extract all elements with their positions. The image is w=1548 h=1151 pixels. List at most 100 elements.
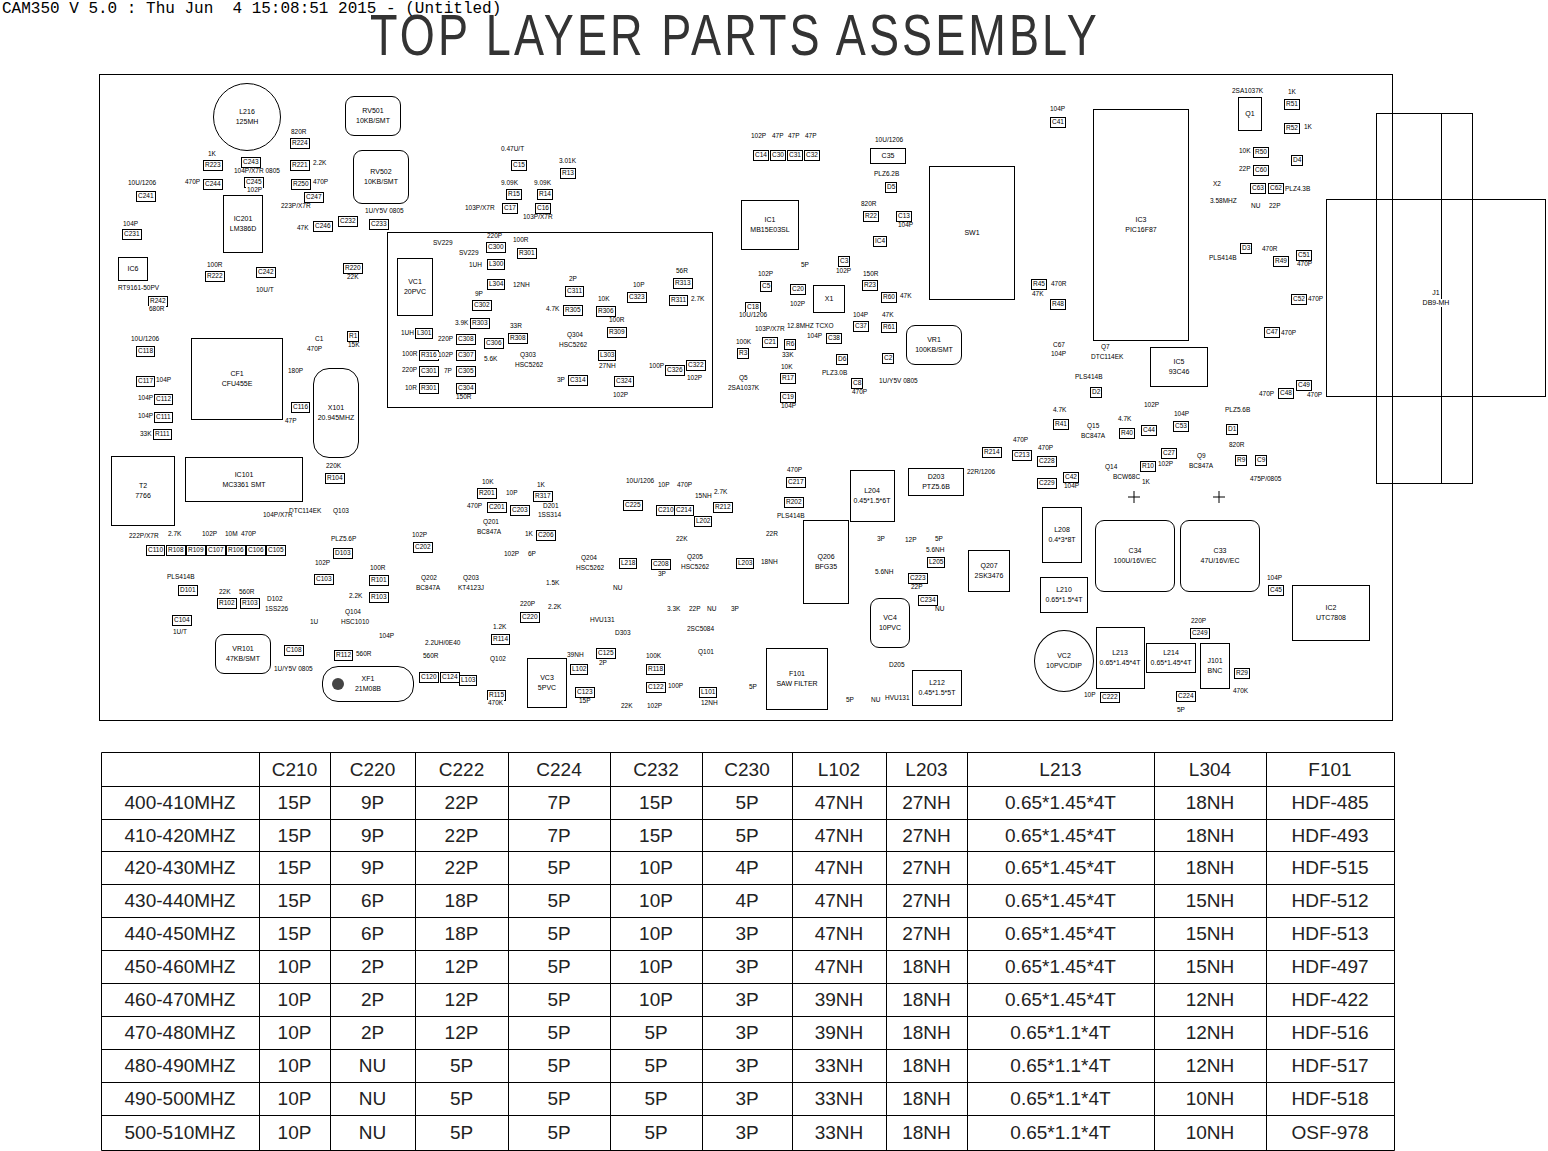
part-value: 680R — [148, 306, 166, 313]
part-value: 10P — [657, 482, 671, 489]
part-value: 100K — [645, 653, 662, 660]
reference-designator: R103 — [240, 598, 260, 609]
part-value: 2.2K — [348, 593, 363, 600]
reference-designator: R104 — [325, 473, 345, 484]
part-value: 47K — [1031, 291, 1045, 298]
part-value: 220P — [1190, 618, 1207, 625]
component-outline: L216125MH — [213, 83, 281, 151]
reference-designator: C49 — [1296, 380, 1312, 391]
reference-designator: C228 — [1037, 456, 1057, 467]
component-outline: L2140.65*1.45*4T — [1146, 643, 1196, 673]
reference-designator: R103 — [369, 592, 389, 603]
table-cell: 12P — [415, 983, 508, 1016]
reference-designator: C324 — [614, 376, 634, 387]
reference-designator: R309 — [607, 327, 627, 338]
component-outline: X10120.945MHZ — [313, 368, 359, 458]
table-cell: 0.65*1.45*4T — [967, 917, 1154, 950]
reference-designator: C203 — [510, 505, 530, 516]
part-value: 10K — [597, 296, 611, 303]
table-cell: 27NH — [886, 884, 967, 917]
part-value: 2.7K — [167, 531, 182, 538]
part-value: 470K — [1232, 688, 1249, 695]
part-value: 1K — [524, 531, 534, 538]
component-outline: VC210PVC/DIP — [1034, 630, 1094, 692]
component-ref: IC6 — [127, 265, 140, 273]
part-value: 104P — [1049, 106, 1066, 113]
reference-designator: C224 — [1176, 691, 1196, 702]
part-value: 470P — [676, 482, 693, 489]
table-cell: 15P — [610, 819, 702, 851]
part-value: 10K — [481, 479, 495, 486]
table-cell: 490-500MHZ — [101, 1082, 259, 1115]
part-value: 10U/1206 — [874, 137, 904, 144]
part-value: 470R — [1261, 246, 1279, 253]
component-outline: X1 — [813, 285, 845, 313]
part-value: 100R — [369, 565, 387, 572]
part-value: D102 — [266, 596, 284, 603]
part-value: 220P — [437, 336, 454, 343]
reference-designator: C38 — [826, 333, 842, 344]
component-ref: VC2 — [1056, 652, 1072, 660]
part-value: 470P — [1012, 437, 1029, 444]
part-value: NU — [1250, 203, 1261, 210]
part-value: Q15 — [1086, 423, 1100, 430]
part-value: PLS414B — [166, 574, 195, 581]
table-cell: 22P — [415, 786, 508, 819]
reference-designator: R115 — [487, 690, 506, 701]
component-outline: IC2UTC7808 — [1292, 585, 1370, 641]
component-ref: C35 — [881, 152, 896, 160]
reference-designator: C21 — [762, 337, 778, 348]
table-cell: 15P — [259, 786, 330, 819]
table-cell: 12NH — [1154, 1016, 1266, 1049]
reference-designator: C47 — [1264, 327, 1280, 338]
part-value: 4.7K — [1052, 407, 1067, 414]
component-value: PIC16F87 — [1124, 226, 1158, 234]
component-outline: C34100U/16V/EC — [1095, 520, 1175, 592]
part-value: Q102 — [489, 656, 507, 663]
part-value: BC847A — [476, 529, 502, 536]
part-value: HSC5262 — [558, 342, 588, 349]
component-outline: IC1MB15E03SL — [741, 200, 799, 250]
table-cell: 0.65*1.45*4T — [967, 819, 1154, 851]
reference-designator: C244 — [203, 179, 223, 190]
reference-designator: C105 — [266, 545, 286, 556]
table-cell: 0.65*1.1*4T — [967, 1016, 1154, 1049]
part-value: 7P — [443, 368, 453, 375]
part-value: DTC114EK — [1090, 354, 1124, 361]
part-value: 1U/T — [172, 629, 188, 636]
reference-designator: C20 — [790, 284, 806, 295]
part-value: 10M — [224, 531, 239, 538]
component-outline: IC3PIC16F87 — [1093, 109, 1189, 341]
part-value: Q104 — [344, 609, 362, 616]
part-value: 102P — [314, 560, 331, 567]
table-cell: 7P — [508, 819, 610, 851]
table-cell: 27NH — [886, 917, 967, 950]
part-value: 470P — [786, 467, 803, 474]
reference-designator: C63 — [1250, 183, 1266, 194]
part-value: PLS414B — [1208, 255, 1237, 262]
board-outline — [100, 75, 1393, 721]
part-value: 10R — [404, 385, 418, 392]
table-cell: C230 — [702, 752, 792, 786]
table-cell: 47NH — [792, 819, 886, 851]
reference-designator: C118 — [136, 346, 155, 357]
reference-designator: C208 — [651, 559, 671, 570]
component-outline: J1DB9-MH — [1326, 199, 1546, 397]
table-cell: 4P — [702, 884, 792, 917]
reference-designator: IC4 — [873, 236, 887, 247]
part-value: 9P — [474, 291, 484, 298]
reference-designator: R223 — [203, 160, 223, 171]
part-value: BC847A — [1080, 433, 1106, 440]
part-value: 5P — [800, 262, 810, 269]
part-value: 3P — [876, 536, 886, 543]
part-value: 100R — [401, 351, 419, 358]
part-value: 10U/1206 — [130, 336, 160, 343]
part-value: 470P — [184, 179, 201, 186]
plot-header: CAM350 V 5.0 : Thu Jun 4 15:08:51 2015 -… — [2, 1, 501, 17]
reference-designator: R242 — [148, 296, 168, 307]
part-value: 1K — [1141, 479, 1151, 486]
reference-designator: C9 — [1255, 455, 1267, 466]
part-value: 5P — [748, 684, 758, 691]
table-cell: 7P — [508, 786, 610, 819]
table-cell: 18P — [415, 884, 508, 917]
